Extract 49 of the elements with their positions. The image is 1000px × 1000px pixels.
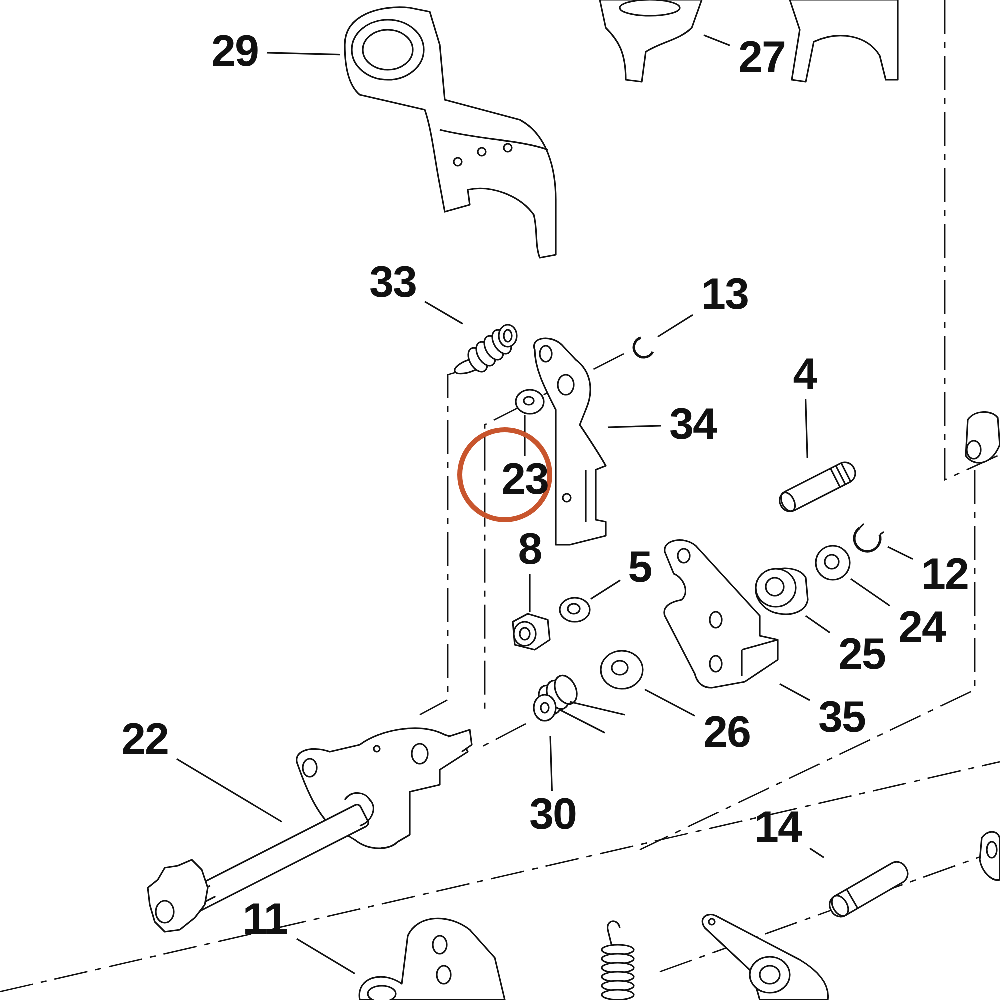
callout-number: 24 [894, 606, 950, 650]
leader-line [590, 580, 621, 600]
callout-number: 26 [699, 711, 755, 755]
leader-line [805, 398, 808, 458]
callout-number: 14 [750, 806, 806, 850]
leader-line [266, 52, 340, 56]
callout-number: 30 [525, 793, 581, 837]
leader-line [810, 848, 824, 858]
leader-line [424, 301, 464, 325]
callout-number: 35 [814, 696, 870, 740]
leader-line [658, 314, 694, 338]
callout-number: 8 [514, 528, 546, 572]
part-drawing [454, 324, 518, 375]
part-drawing [515, 389, 545, 415]
callout-number: 4 [790, 353, 820, 397]
part-drawing [815, 545, 851, 581]
part-drawing [600, 650, 644, 690]
part-drawing [358, 918, 506, 1000]
callout-number: 27 [734, 36, 790, 80]
part-drawing [664, 540, 779, 689]
leader-line [608, 425, 662, 428]
callout-number: 11 [237, 898, 293, 942]
part-drawing [599, 0, 703, 83]
callout-number: 25 [834, 633, 890, 677]
leader-line [888, 546, 914, 560]
part-drawing [512, 613, 551, 651]
leader-line [850, 578, 890, 607]
part-drawing [632, 336, 654, 359]
leader-line [529, 574, 531, 612]
part-drawing [755, 568, 809, 616]
leader-line [550, 736, 553, 792]
leader-line [805, 615, 830, 634]
callout-number: 12 [917, 553, 973, 597]
callout-number: 5 [624, 546, 656, 590]
callout-number: 29 [207, 30, 263, 74]
part-drawing [344, 6, 557, 259]
callout-number: 13 [697, 273, 753, 317]
leader-line [176, 758, 282, 823]
leader-line [644, 689, 696, 717]
leader-line [780, 684, 810, 702]
leader-line [524, 415, 526, 456]
part-drawing [853, 523, 885, 553]
part-drawing [559, 597, 591, 623]
part-drawing [533, 674, 626, 734]
leader-line [296, 938, 356, 974]
callout-number: 34 [665, 403, 721, 447]
callout-number: 22 [117, 718, 173, 762]
callout-number: 33 [365, 261, 421, 305]
leader-line [704, 34, 730, 46]
